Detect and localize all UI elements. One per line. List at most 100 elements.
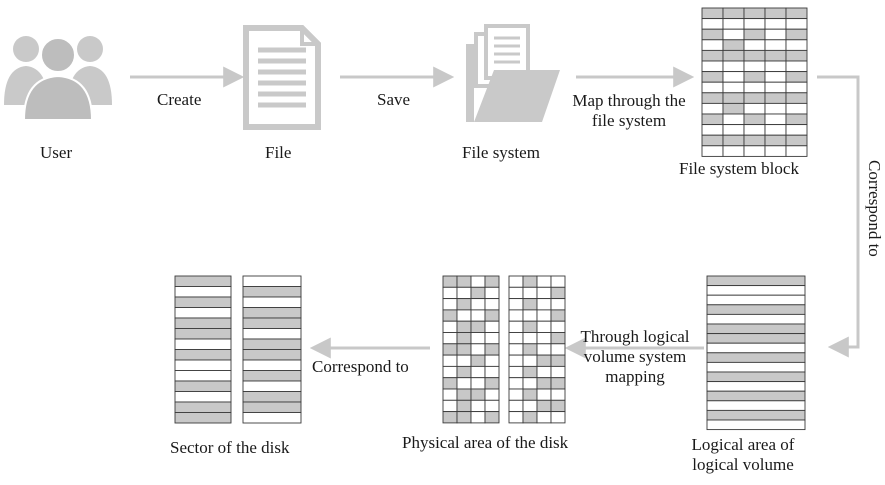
grid-cell: [484, 309, 500, 322]
grid-cell: [701, 39, 724, 51]
grid-cell: [743, 28, 766, 41]
grid-cell: [470, 343, 486, 356]
grid-cell: [706, 333, 806, 344]
file-system-block-grid: [701, 7, 808, 157]
grid-cell: [508, 332, 524, 345]
grid-cell: [706, 294, 806, 306]
grid-cell: [508, 377, 524, 390]
grid-cell: [174, 328, 232, 340]
grid-cell: [785, 92, 808, 104]
grid-cell: [706, 275, 806, 287]
grid-cell: [550, 332, 566, 345]
arrow-correspond-vertical: [817, 75, 860, 358]
document-icon: [243, 25, 321, 130]
grid-cell: [764, 49, 787, 62]
grid-cell: [722, 18, 745, 30]
grid-cell: [706, 419, 806, 431]
grid-cell: [442, 320, 458, 333]
grid-cell: [536, 343, 552, 356]
grid-cell: [174, 370, 232, 382]
grid-cell: [242, 380, 302, 392]
grid-cell: [522, 411, 538, 424]
grid-cell: [722, 60, 745, 73]
grid-cell: [508, 354, 524, 367]
grid-cell: [508, 286, 524, 300]
grid-cell: [722, 7, 745, 20]
grid-cell: [536, 411, 552, 424]
grid-cell: [470, 354, 486, 367]
grid-cell: [743, 49, 766, 62]
label-correspond-bottom: Correspond to: [312, 357, 409, 376]
grid-cell: [242, 338, 302, 350]
grid-cell: [442, 399, 458, 413]
grid-cell: [722, 49, 745, 62]
grid-cell: [701, 145, 724, 157]
grid-cell: [706, 390, 806, 402]
sector-grid-left: [174, 275, 232, 424]
grid-cell: [456, 377, 472, 390]
grid-cell: [743, 81, 766, 94]
grid-cell: [442, 275, 458, 288]
grid-cell: [536, 354, 552, 367]
grid-cell: [722, 124, 745, 136]
grid-cell: [550, 286, 566, 300]
grid-cell: [522, 399, 538, 413]
grid-cell: [722, 134, 745, 147]
label-physical-area: Physical area of the disk: [402, 433, 569, 452]
grid-cell: [174, 412, 232, 424]
grids: [174, 7, 808, 431]
grid-cell: [242, 317, 302, 329]
label-logical-mapping: Through logical volume system mapping: [580, 327, 690, 386]
grid-cell: [785, 49, 808, 62]
grid-cell: [174, 275, 232, 287]
grid-cell: [722, 145, 745, 157]
grid-cell: [456, 298, 472, 311]
label-correspond-vertical: Correspond to: [865, 160, 884, 257]
grid-cell: [536, 399, 552, 413]
grid-cell: [706, 323, 806, 335]
grid-cell: [522, 354, 538, 367]
grid-cell: [242, 349, 302, 361]
grid-cell: [722, 39, 745, 51]
arrows: [130, 66, 860, 359]
grid-cell: [442, 309, 458, 322]
grid-cell: [764, 18, 787, 30]
grid-cell: [470, 411, 486, 424]
grid-cell: [785, 7, 808, 20]
grid-cell: [536, 365, 552, 379]
label-file-system-block: File system block: [679, 159, 799, 178]
grid-cell: [764, 39, 787, 51]
grid-cell: [456, 309, 472, 322]
grid-cell: [484, 298, 500, 311]
grid-cell: [785, 124, 808, 136]
grid-cell: [242, 391, 302, 403]
grid-cell: [550, 343, 566, 356]
grid-cell: [550, 411, 566, 424]
grid-cell: [706, 342, 806, 354]
grid-cell: [743, 18, 766, 30]
grid-cell: [743, 102, 766, 115]
grid-cell: [456, 365, 472, 379]
grid-cell: [522, 388, 538, 401]
grid-cell: [706, 304, 806, 315]
grid-cell: [785, 28, 808, 41]
sector-grid-right: [242, 275, 302, 424]
grid-cell: [508, 275, 524, 288]
grid-cell: [722, 28, 745, 41]
grid-cell: [701, 102, 724, 115]
grid-cell: [701, 81, 724, 94]
grid-cell: [508, 365, 524, 379]
grid-cell: [174, 317, 232, 329]
grid-cell: [701, 18, 724, 30]
grid-cell: [701, 7, 724, 20]
grid-cell: [785, 39, 808, 51]
physical-area-grid-left: [442, 275, 500, 424]
grid-cell: [522, 298, 538, 311]
grid-cell: [174, 349, 232, 361]
grid-cell: [536, 275, 552, 288]
grid-cell: [484, 332, 500, 345]
grid-cell: [706, 285, 806, 296]
grid-cell: [508, 388, 524, 401]
label-file-system: File system: [462, 143, 540, 162]
